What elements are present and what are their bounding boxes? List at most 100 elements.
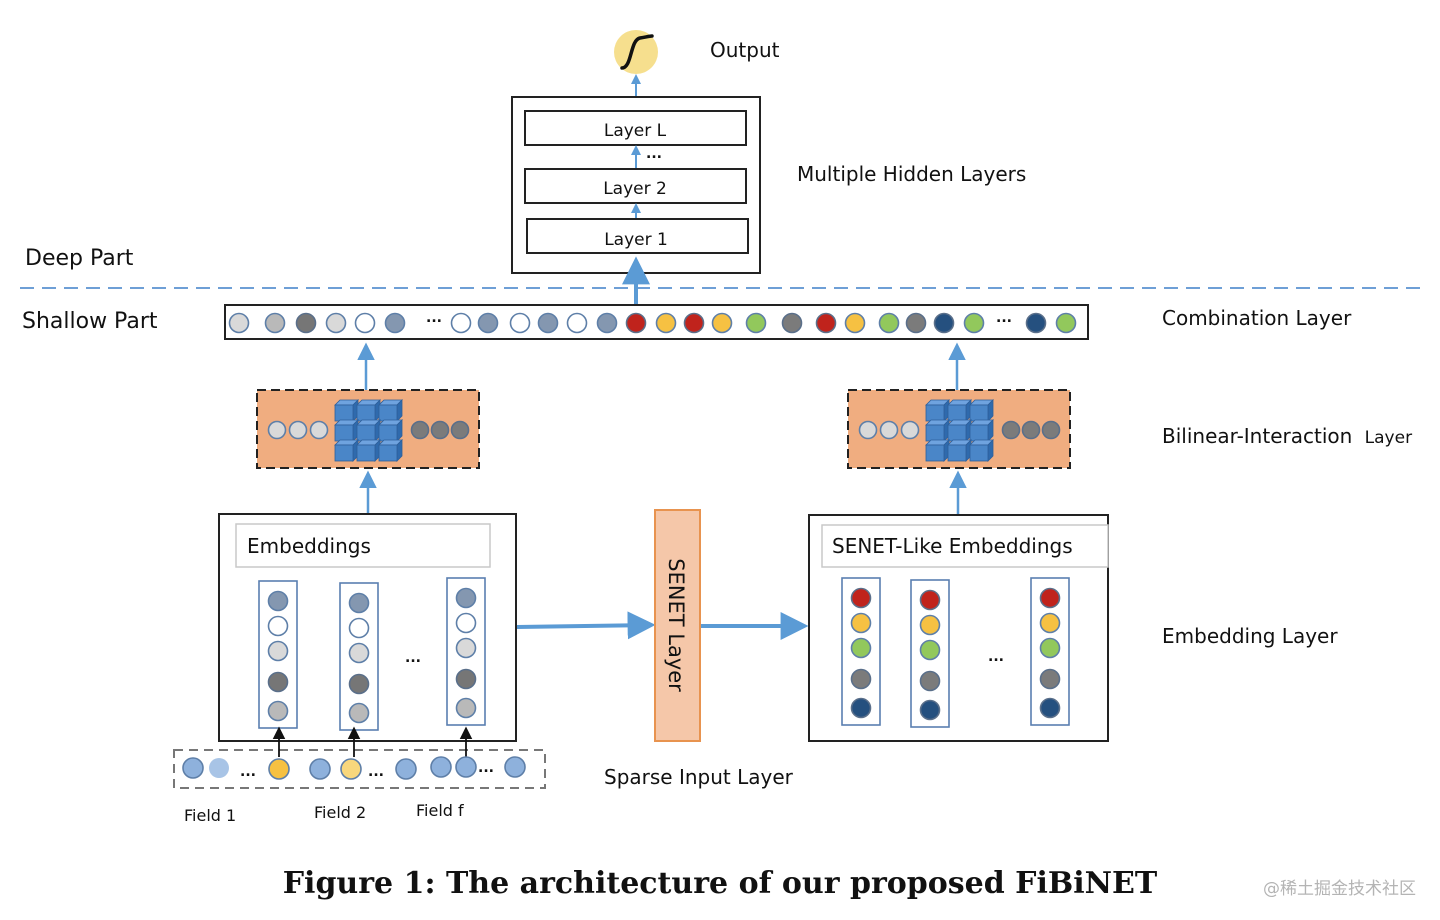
combination-node	[1055, 312, 1077, 334]
senet-embeddings-title: SENET-Like Embeddings	[832, 534, 1073, 558]
bilinear-input-node	[309, 420, 329, 440]
combination-node	[963, 312, 985, 334]
combination-node	[683, 312, 705, 334]
combination-ellipsis-2: ...	[996, 310, 1012, 326]
sparse-nodes	[182, 756, 526, 780]
sparse-ellipsis-1: ...	[240, 764, 256, 780]
deep-part-label: Deep Part	[25, 246, 134, 271]
embedding-column	[841, 577, 881, 726]
senet-embeddings-title-box	[821, 524, 1109, 568]
embedding-node	[919, 614, 941, 636]
bilinear-block-left	[256, 389, 480, 469]
combination-node	[625, 312, 647, 334]
field-label-f: Field f	[416, 801, 464, 820]
combination-node	[878, 312, 900, 334]
senet-layer-box	[654, 509, 701, 742]
combination-nodes	[228, 312, 1077, 334]
sparse-input-node	[209, 758, 229, 778]
combination-node	[745, 312, 767, 334]
embedding-node	[348, 702, 370, 724]
embedding-node	[850, 587, 872, 609]
bilinear-output-node	[430, 420, 450, 440]
embedding-node	[1039, 668, 1061, 690]
embedding-node	[455, 668, 477, 690]
hidden-layer-L: Layer L	[524, 110, 747, 146]
sparse-input-node	[182, 757, 204, 779]
embedding-node	[267, 700, 289, 722]
bilinear-output-node	[1021, 420, 1041, 440]
embedding-node	[1039, 587, 1061, 609]
bilinear-input-node	[858, 420, 878, 440]
embeddings-ellipsis: ...	[405, 650, 421, 666]
bilinear-input-node	[267, 420, 287, 440]
figure-caption: Figure 1: The architecture of our propos…	[282, 866, 1158, 901]
combination-node	[264, 312, 286, 334]
bilinear-layer-label-main: Bilinear-Interaction	[1162, 424, 1352, 448]
hidden-layer-2: Layer 2	[524, 168, 747, 204]
combination-node	[354, 312, 376, 334]
combination-node	[815, 312, 837, 334]
embedding-column	[910, 579, 950, 728]
hidden-layer-label: Layer 1	[604, 230, 668, 250]
embedding-node	[267, 590, 289, 612]
embedding-node	[455, 612, 477, 634]
sparse-input-node	[504, 756, 526, 778]
sigmoid-icon	[620, 34, 654, 70]
sparse-input-node	[309, 758, 331, 780]
senet-embedding-columns	[841, 577, 1070, 728]
hidden-layers-ellipsis: ...	[646, 146, 662, 162]
embedding-layer-label: Embedding Layer	[1162, 624, 1338, 648]
embedding-node	[850, 668, 872, 690]
embedding-node	[348, 642, 370, 664]
sparse-input-node	[395, 758, 417, 780]
embedding-node	[267, 671, 289, 693]
embedding-node	[1039, 697, 1061, 719]
hidden-layers-label: Multiple Hidden Layers	[797, 162, 1026, 186]
combination-node	[1025, 312, 1047, 334]
hidden-layer-label: Layer 2	[603, 179, 667, 199]
sparse-input-box	[173, 749, 546, 789]
bilinear-cube-icon	[334, 399, 403, 462]
combination-node	[509, 312, 531, 334]
bilinear-layer-label: Bilinear-Interaction Layer	[1162, 424, 1412, 448]
arrow-embeddings-to-senet	[516, 611, 656, 640]
combination-node	[655, 312, 677, 334]
shallow-part-label: Shallow Part	[22, 309, 158, 334]
field-label-2: Field 2	[314, 803, 366, 822]
bilinear-input-node	[900, 420, 920, 440]
combination-node	[228, 312, 250, 334]
embedding-column	[258, 580, 298, 729]
bilinear-output-node	[410, 420, 430, 440]
embedding-node	[348, 617, 370, 639]
senet-embeddings-ellipsis: ...	[988, 649, 1004, 665]
combination-node	[566, 312, 588, 334]
combination-node	[477, 312, 499, 334]
embedding-node	[919, 670, 941, 692]
hidden-layer-label: Layer L	[604, 121, 667, 141]
embedding-node	[919, 699, 941, 721]
combination-node	[325, 312, 347, 334]
bilinear-output-node	[450, 420, 470, 440]
sparse-input-node	[455, 756, 477, 778]
embedding-node	[850, 697, 872, 719]
embedding-node	[850, 612, 872, 634]
sparse-ellipsis-2: ...	[368, 764, 384, 780]
field-label-1: Field 1	[184, 806, 236, 825]
embedding-node	[267, 615, 289, 637]
bilinear-input-node	[288, 420, 308, 440]
combination-node	[384, 312, 406, 334]
embedding-node	[1039, 637, 1061, 659]
combination-node	[295, 312, 317, 334]
embedding-node	[455, 697, 477, 719]
embedding-columns	[258, 577, 486, 731]
embedding-node	[348, 673, 370, 695]
combination-node	[596, 312, 618, 334]
embeddings-title-box	[235, 523, 491, 568]
embedding-node	[267, 640, 289, 662]
embedding-column	[339, 582, 379, 731]
embedding-node	[455, 637, 477, 659]
embedding-node	[850, 637, 872, 659]
output-label: Output	[710, 38, 780, 62]
senet-layer-label: SENET Layer	[664, 558, 688, 692]
